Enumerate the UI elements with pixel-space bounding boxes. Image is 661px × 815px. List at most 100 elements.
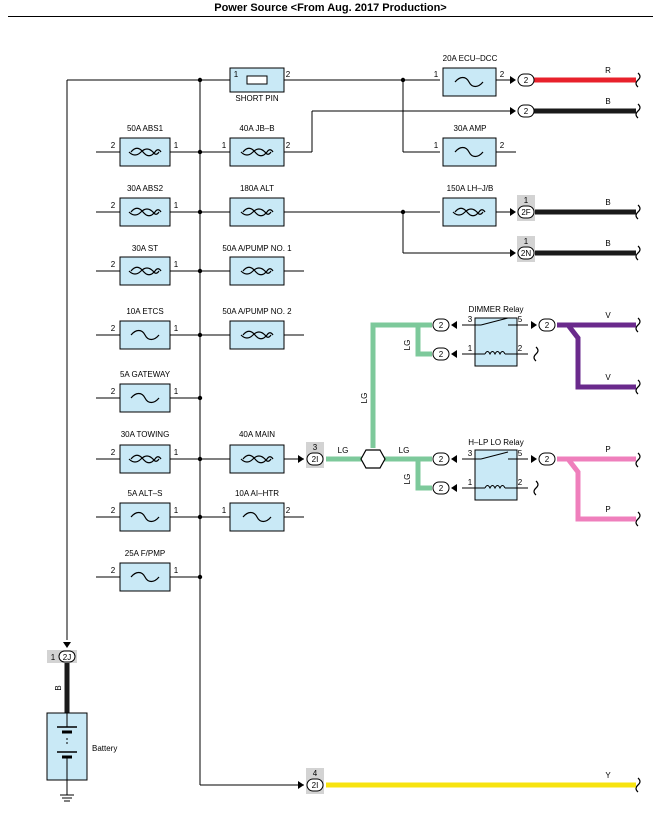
pin-label: 1	[468, 344, 473, 353]
pin-label: 2	[286, 506, 291, 515]
fuse-abs2-label: 30A ABS2	[127, 184, 164, 193]
pin-label: 1	[174, 260, 179, 269]
pin-label: 3	[468, 315, 473, 324]
fuse-main: 40A MAIN	[229, 430, 285, 474]
pin-label: 5	[518, 449, 523, 458]
fuse-apump2: 50A A/PUMP NO. 2	[222, 307, 292, 350]
fuse-main-label: 40A MAIN	[239, 430, 275, 439]
pin-label: 1	[174, 141, 179, 150]
fuse-apump2-label: 50A A/PUMP NO. 2	[222, 307, 292, 316]
junction-hex	[360, 449, 386, 469]
fuse-abs2: 30A ABS2 2 1	[111, 184, 179, 227]
fuse-lh-jb-label: 150A LH–J/B	[447, 184, 494, 193]
wire-color-label: P	[605, 445, 610, 454]
pin-label: 2	[111, 506, 116, 515]
wire-yellow: Y	[326, 771, 636, 788]
connector-label: 2	[439, 455, 444, 464]
fuse-st-label: 30A ST	[132, 244, 158, 253]
pin-label: 2	[500, 70, 505, 79]
connector-label: 2	[524, 107, 529, 116]
connector-label: 2F	[521, 208, 530, 217]
connector-dimmer-1: 2	[432, 347, 457, 361]
wire-color-label: B	[54, 685, 63, 690]
fuse-fpmp-label: 25A F/PMP	[125, 549, 165, 558]
pin-label: 2	[286, 70, 291, 79]
fuse-abs1-label: 50A ABS1	[127, 124, 164, 133]
connector-2i-yellow: 4 2I	[298, 768, 324, 794]
fuse-gateway: 5A GATEWAY 2 1	[111, 370, 179, 413]
wire-color-label: LG	[403, 474, 412, 485]
wire-black-212: B	[531, 198, 636, 215]
pin-label: 1	[174, 324, 179, 333]
pin-label: 1	[524, 196, 529, 205]
pin-label: 1	[174, 448, 179, 457]
connector-jb-out: 2	[510, 104, 535, 118]
pin-label: 1	[524, 237, 529, 246]
pin-label: 2	[111, 141, 116, 150]
pin-label: 2	[111, 387, 116, 396]
wire-lg	[326, 322, 432, 491]
pin-label: 3	[313, 443, 318, 452]
wire-black-111: B	[531, 97, 636, 114]
wire-color-label: P	[605, 505, 610, 514]
wire-color-label: LG	[360, 393, 369, 404]
connector-label: 2	[439, 484, 444, 493]
pin-label: 2	[111, 448, 116, 457]
pin-label: 1	[174, 201, 179, 210]
junction-dots	[197, 77, 406, 580]
fuse-apump1-label: 50A A/PUMP NO. 1	[222, 244, 292, 253]
connector-2j: 1 2J	[47, 642, 77, 663]
pin-label: 2	[518, 478, 523, 487]
pin-label: 2	[500, 141, 505, 150]
connector-dimmer-3: 2	[432, 318, 457, 332]
wire-pink	[557, 456, 636, 522]
pin-label: 2	[111, 201, 116, 210]
page-title: Power Source <From Aug. 2017 Production>	[214, 2, 447, 14]
fuse-alt-label: 180A ALT	[240, 184, 274, 193]
relay-hlp-lo-label: H–LP LO Relay	[468, 438, 523, 447]
connector-label: 2I	[312, 781, 319, 790]
connector-ecu-dcc-out: 2	[510, 73, 535, 87]
connector-label: 2	[439, 321, 444, 330]
fuse-ai-htr: 10A AI–HTR 1 2	[222, 489, 291, 532]
fuse-alt: 180A ALT	[229, 184, 285, 227]
wire-battery-black: B	[54, 663, 70, 713]
fuse-amp: 30A AMP 1 2	[434, 124, 505, 167]
wire-black-253: B	[531, 239, 636, 256]
pin-label: 1	[222, 506, 227, 515]
wire-color-label: Y	[605, 771, 611, 780]
pin-label: 4	[313, 769, 318, 778]
fuse-short-pin-label: SHORT PIN	[235, 94, 278, 103]
connector-dimmer-5: 2	[531, 318, 556, 332]
relay-dimmer: DIMMER Relay 3 5 1 2	[462, 305, 528, 367]
pin-label: 2	[111, 324, 116, 333]
relay-hlp-lo: H–LP LO Relay 3 5 1 2	[462, 438, 528, 501]
connector-label: 2I	[312, 455, 319, 464]
fuse-towing: 30A TOWING 2 1	[111, 430, 179, 474]
pin-label: 1	[434, 70, 439, 79]
wire-color-label: B	[605, 198, 610, 207]
wire-color-label: B	[605, 97, 610, 106]
fuse-etcs-label: 10A ETCS	[126, 307, 163, 316]
pin-label: 2	[111, 260, 116, 269]
connector-2i-main: 3 2I	[298, 442, 324, 468]
pin-label: 2	[286, 141, 291, 150]
connector-label: 2J	[63, 653, 71, 662]
wire-purple	[557, 322, 636, 390]
connector-hlp-1: 2	[432, 481, 457, 495]
fuse-ecu-dcc-label: 20A ECU–DCC	[443, 54, 498, 63]
fuse-etcs: 10A ETCS 2 1	[111, 307, 179, 350]
pin-label: 2	[518, 344, 523, 353]
connector-label: 2N	[521, 249, 531, 258]
pin-label: 1	[222, 141, 227, 150]
pin-label: 3	[468, 449, 473, 458]
pin-label: 1	[174, 506, 179, 515]
battery: Battery	[46, 712, 117, 781]
wire-color-label: V	[605, 311, 611, 320]
wire-break-marks	[533, 72, 641, 793]
pin-label: 1	[51, 653, 56, 662]
pin-label: 2	[111, 566, 116, 575]
pin-label: 1	[434, 141, 439, 150]
